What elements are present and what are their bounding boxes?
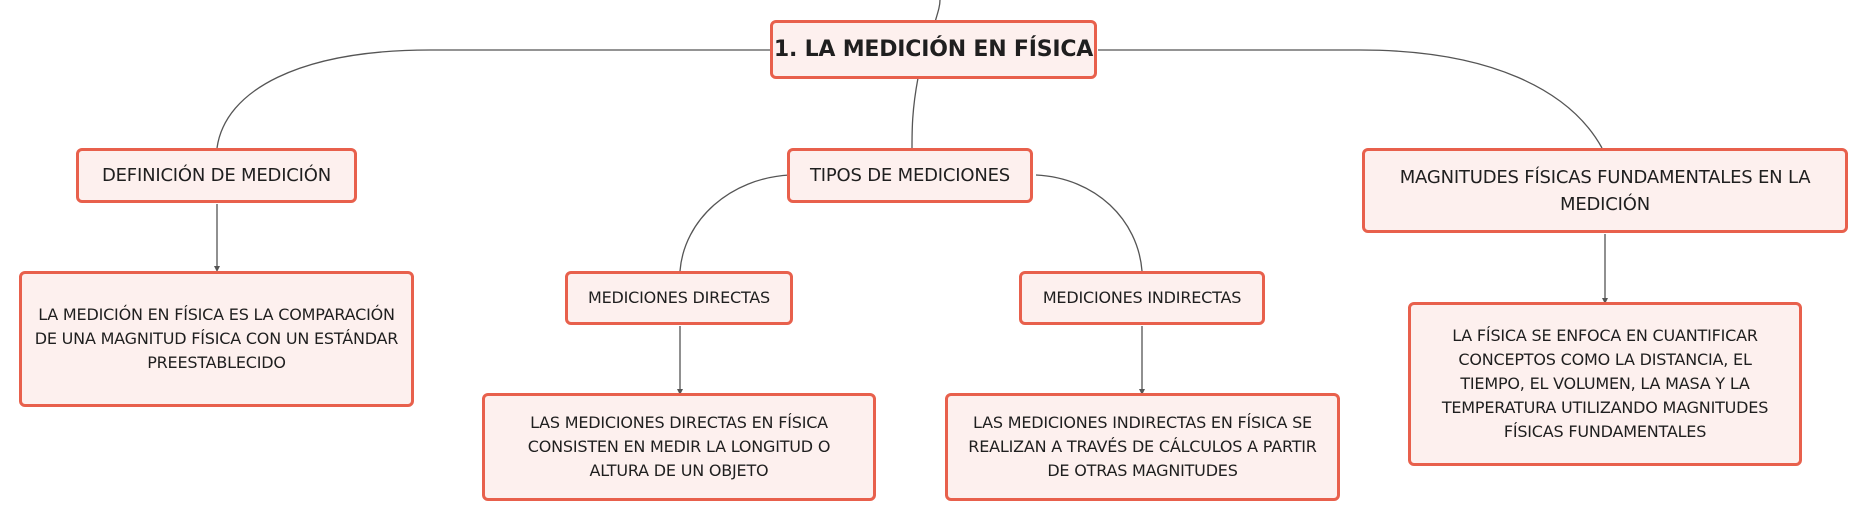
root-node[interactable]: 1. LA MEDICIÓN EN FÍSICA bbox=[770, 20, 1097, 79]
node-directas[interactable]: MEDICIONES DIRECTAS bbox=[565, 271, 793, 325]
arrowhead-magnitudes-detail bbox=[1602, 298, 1608, 304]
connector-tipos-directas bbox=[679, 174, 791, 272]
magnitudes-detail-text: LA FÍSICA SE ENFOCA EN CUANTIFICAR CONCE… bbox=[1441, 326, 1769, 441]
definicion-label: DEFINICIÓN DE MEDICIÓN bbox=[101, 165, 332, 186]
directas-detail-text: LAS MEDICIONES DIRECTAS EN FÍSICA CONSIS… bbox=[527, 413, 831, 480]
node-indirectas[interactable]: MEDICIONES INDIRECTAS bbox=[1019, 271, 1265, 325]
arrowhead-indirectas-detail bbox=[1139, 389, 1145, 395]
connector-root-up bbox=[934, 0, 941, 23]
node-magnitudes-detail[interactable]: LA FÍSICA SE ENFOCA EN CUANTIFICAR CONCE… bbox=[1408, 302, 1802, 466]
node-tipos[interactable]: TIPOS DE MEDICIONES bbox=[787, 148, 1033, 203]
node-definicion-detail[interactable]: LA MEDICIÓN EN FÍSICA ES LA COMPARACIÓN … bbox=[19, 271, 414, 407]
connector-tipos-indirectas bbox=[1035, 174, 1143, 272]
indirectas-detail-text: LAS MEDICIONES INDIRECTAS EN FÍSICA SE R… bbox=[968, 413, 1317, 480]
arrowhead-directas-detail bbox=[677, 389, 683, 395]
connector-root-tipos bbox=[911, 77, 919, 149]
node-indirectas-detail[interactable]: LAS MEDICIONES INDIRECTAS EN FÍSICA SE R… bbox=[945, 393, 1340, 501]
definicion-detail-text: LA MEDICIÓN EN FÍSICA ES LA COMPARACIÓN … bbox=[34, 305, 399, 372]
connector-root-magnitudes bbox=[1098, 49, 1603, 149]
indirectas-label: MEDICIONES INDIRECTAS bbox=[1042, 288, 1242, 307]
node-magnitudes[interactable]: MAGNITUDES FÍSICAS FUNDAMENTALES EN LA M… bbox=[1362, 148, 1848, 233]
tipos-label: TIPOS DE MEDICIONES bbox=[809, 165, 1010, 186]
root-label: 1. LA MEDICIÓN EN FÍSICA bbox=[773, 37, 1094, 62]
node-directas-detail[interactable]: LAS MEDICIONES DIRECTAS EN FÍSICA CONSIS… bbox=[482, 393, 876, 501]
arrowhead-definicion-detail bbox=[214, 266, 220, 272]
connector-root-definicion bbox=[216, 49, 772, 149]
node-definicion[interactable]: DEFINICIÓN DE MEDICIÓN bbox=[76, 148, 357, 203]
magnitudes-label: MAGNITUDES FÍSICAS FUNDAMENTALES EN LA M… bbox=[1399, 166, 1811, 215]
directas-label: MEDICIONES DIRECTAS bbox=[587, 288, 771, 307]
